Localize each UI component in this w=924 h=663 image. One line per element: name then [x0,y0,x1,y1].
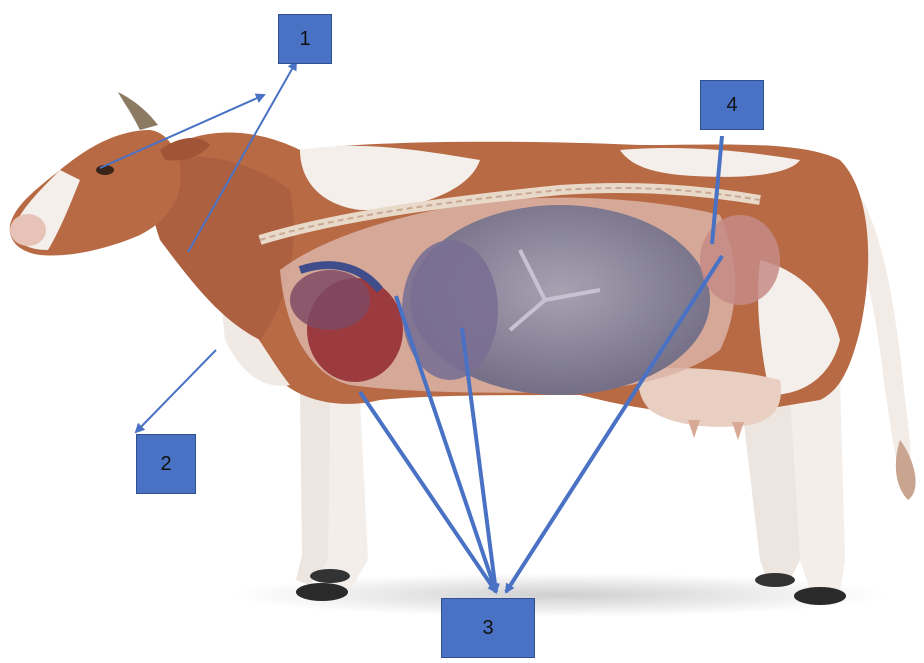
hoof [755,573,795,587]
label-text-2: 2 [160,453,171,476]
hoof [296,583,348,601]
label-text-4: 4 [726,94,737,117]
label-box-2: 2 [136,434,196,494]
hoof [794,587,846,605]
hoof [310,569,350,583]
label-text-1: 1 [299,28,310,51]
label-box-1: 1 [278,14,332,64]
label-box-4: 4 [700,80,764,130]
muzzle [10,214,46,246]
horn [118,92,158,130]
lung [290,270,370,330]
arrow-2 [136,350,216,432]
front-leg-right [296,390,330,585]
label-text-3: 3 [482,617,493,640]
teat [688,420,700,438]
teat [732,422,744,440]
label-box-3: 3 [441,598,535,658]
